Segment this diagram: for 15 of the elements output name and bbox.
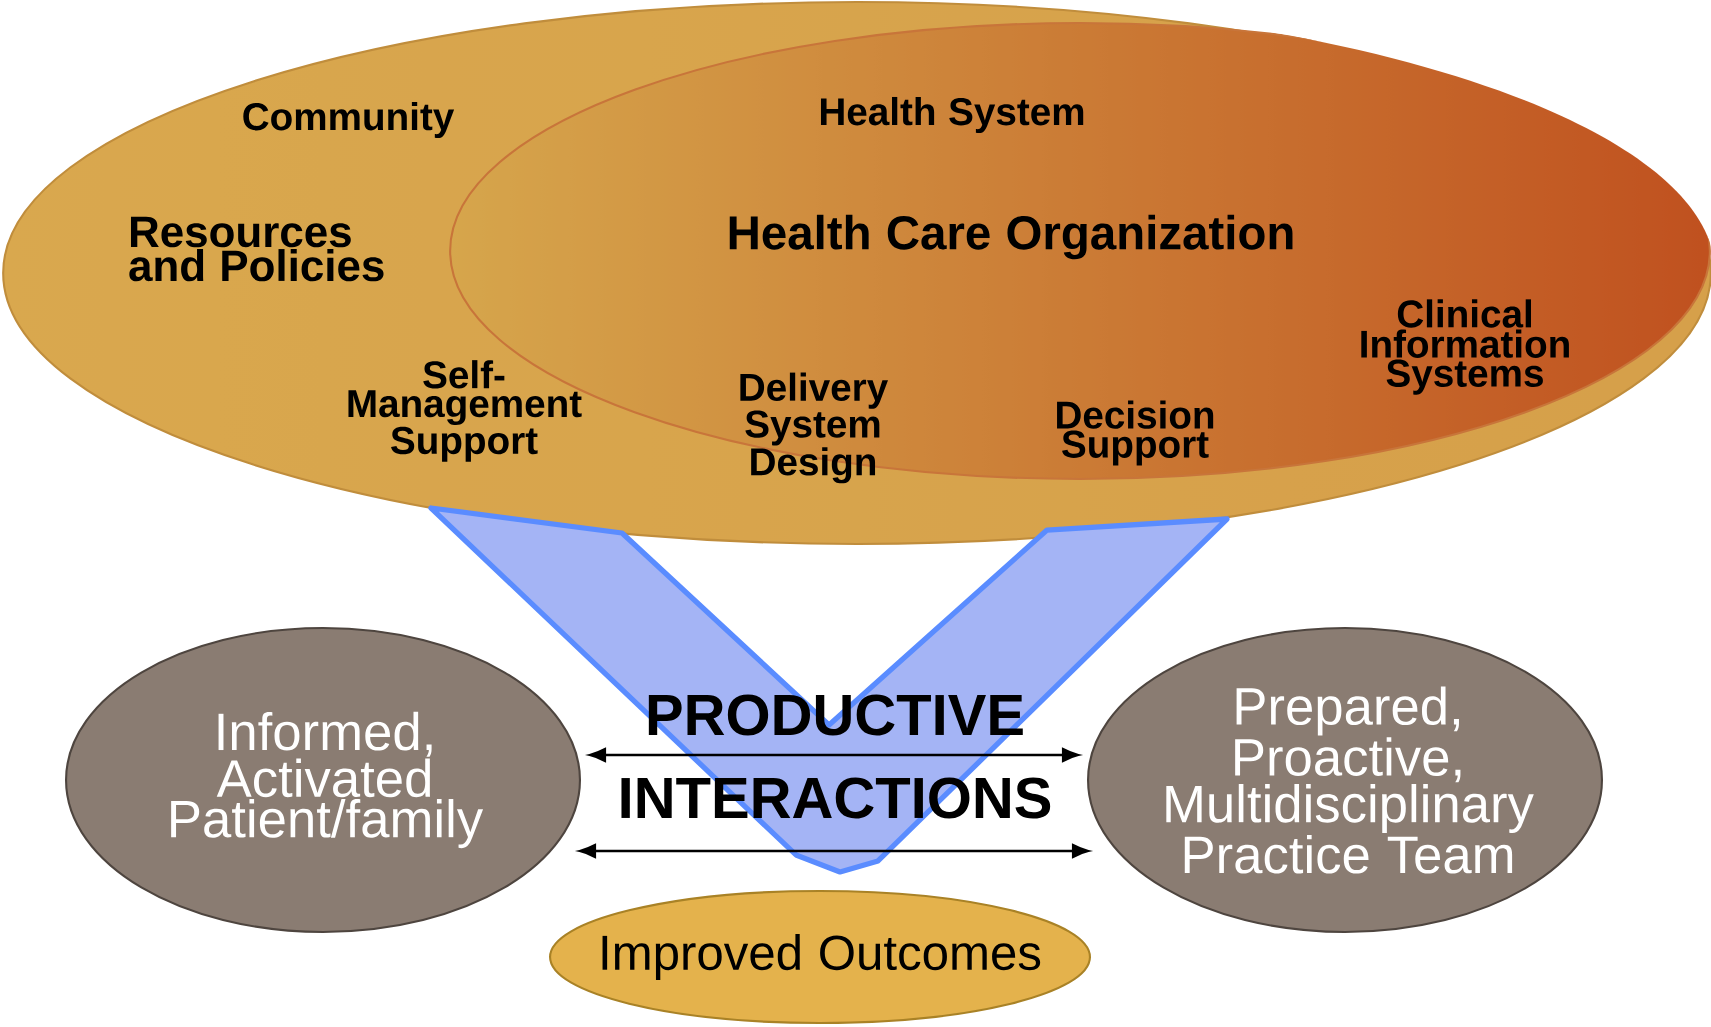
oval-text: Improved Outcomes (602, 934, 1041, 980)
oval-text: Delivery System Design (740, 372, 888, 484)
oval-text: Health System (821, 96, 1084, 133)
oval-text: Self-Management Support (348, 360, 582, 462)
band-arrow (428, 505, 1230, 875)
interaction-label: PRODUCTIVE (648, 694, 1023, 736)
double-arrow (578, 843, 1090, 859)
oval-text: Health Care Organization (729, 214, 1293, 260)
oval-text: Clinical Information Systems (1361, 299, 1569, 395)
oval-text: Informed, Activated Patient/family (171, 711, 484, 849)
oval-text: Prepared, Proactive, Multidisciplinary Practice Team (1166, 686, 1534, 874)
oval-text: Decision Support (1057, 400, 1214, 466)
oval-text: Resources and Policies (129, 216, 384, 282)
oval-text: Community (243, 101, 455, 138)
double-arrow (588, 747, 1080, 763)
